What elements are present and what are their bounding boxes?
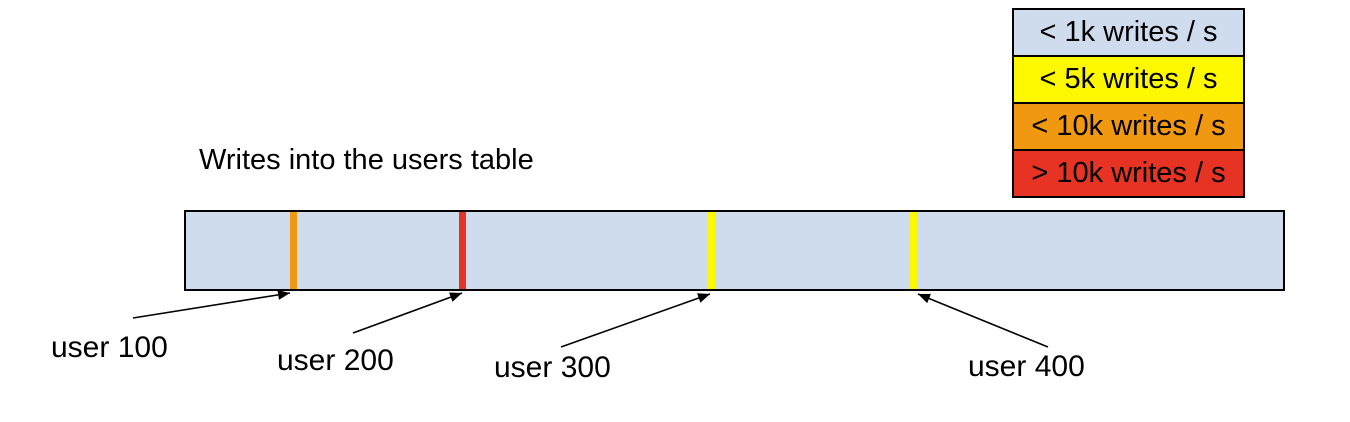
legend-item-lt-1k: < 1k writes / s <box>1012 8 1245 57</box>
legend-item-lt-10k: < 10k writes / s <box>1012 102 1245 151</box>
label-user-300: user 300 <box>494 351 611 384</box>
arrow-user-200-icon <box>352 292 463 334</box>
diagram-title: Writes into the users table <box>199 144 534 176</box>
label-user-200: user 200 <box>277 344 394 377</box>
hotspot-stripe-user-200 <box>459 212 466 289</box>
label-user-100: user 100 <box>51 331 168 364</box>
legend-item-lt-5k: < 5k writes / s <box>1012 55 1245 104</box>
legend: < 1k writes / s < 5k writes / s < 10k wr… <box>1012 8 1245 198</box>
label-user-400: user 400 <box>968 350 1085 383</box>
hotspot-stripe-user-400 <box>910 212 917 289</box>
users-table-bar <box>184 210 1285 291</box>
hotspot-stripe-user-100 <box>290 212 297 289</box>
hotspot-stripe-user-300 <box>708 212 715 289</box>
arrow-user-400-icon <box>917 293 1049 348</box>
legend-item-gt-10k: > 10k writes / s <box>1012 149 1245 198</box>
arrow-user-300-icon <box>560 293 711 348</box>
arrow-user-100-icon <box>132 289 291 319</box>
